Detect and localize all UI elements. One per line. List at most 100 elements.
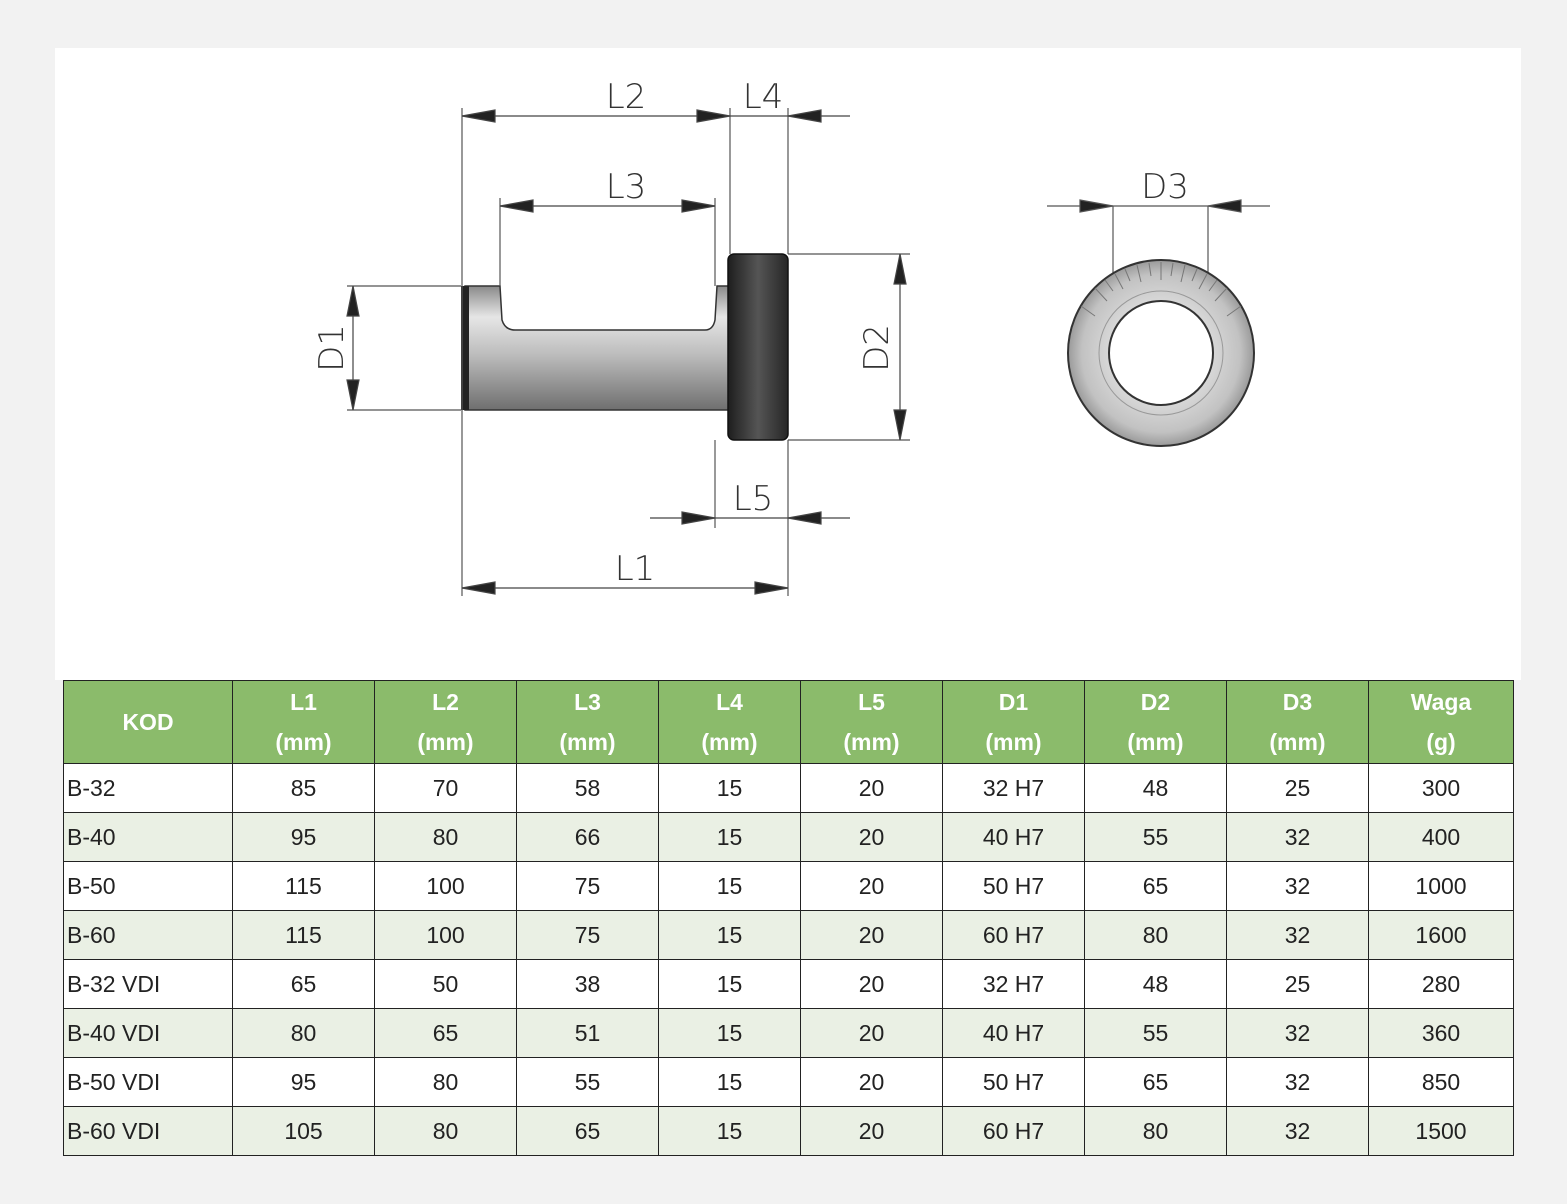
table-cell: 15 [658,861,801,911]
table-cell: 100 [374,861,517,911]
table-cell: 32 [1226,1106,1369,1156]
column-header: L1 (mm) [232,680,375,764]
table-cell: 15 [658,1106,801,1156]
table-cell: 48 [1084,763,1227,813]
table-cell: 400 [1368,812,1514,862]
table-cell: 15 [658,1008,801,1058]
column-header-label: L3 [574,689,601,715]
table-cell: 65 [232,959,375,1009]
product-code-cell: B-40 [63,812,233,862]
ring-scale-ticks [1080,262,1242,317]
table-cell: 1600 [1368,910,1514,960]
table-cell: 60 H7 [942,1106,1085,1156]
table-cell: 40 H7 [942,1008,1085,1058]
table-cell: 48 [1084,959,1227,1009]
table-cell: 15 [658,910,801,960]
column-header-label: L2 [432,689,459,715]
column-header-label: D3 [1282,689,1313,715]
end-view: D3 [1047,167,1270,447]
table-cell: 66 [516,812,659,862]
table-cell: 50 H7 [942,861,1085,911]
product-code-cell: B-60 VDI [63,1106,233,1156]
table-cell: 115 [232,910,375,960]
table-cell: 95 [232,812,375,862]
table-cell: 85 [232,763,375,813]
table-cell: 80 [374,1057,517,1107]
column-header-label: Waga [1410,689,1472,715]
table-cell: 25 [1226,763,1369,813]
column-header-label: L5 [858,689,885,715]
table-cell: 32 [1226,1057,1369,1107]
column-header-unit: (mm) [1269,729,1326,755]
column-header-unit: (g) [1426,729,1456,755]
table-cell: 15 [658,1057,801,1107]
column-header-label: KOD [122,709,174,735]
collar [727,253,789,441]
table-cell: 75 [516,861,659,911]
label-d2: D2 [857,324,897,372]
table-cell: 20 [800,1057,943,1107]
column-header-unit: (mm) [275,729,332,755]
table-cell: 32 H7 [942,763,1085,813]
table-cell: 100 [374,910,517,960]
product-code-cell: B-40 VDI [63,1008,233,1058]
column-header: L4(mm) [658,680,801,764]
table-cell: 32 [1226,861,1369,911]
label-d1: D1 [312,324,352,372]
label-l2: L2 [606,77,647,117]
table-cell: 38 [516,959,659,1009]
ring-bore [1108,300,1214,406]
column-header-label: D1 [998,689,1029,715]
table-cell: 15 [658,959,801,1009]
table-cell: 80 [1084,910,1227,960]
table-cell: 105 [232,1106,375,1156]
column-header: Waga (g) [1368,680,1514,764]
table-cell: 80 [232,1008,375,1058]
column-header: KOD [63,680,233,764]
table-cell: 20 [800,910,943,960]
table-cell: 15 [658,812,801,862]
product-code-cell: B-32 [63,763,233,813]
table-cell: 80 [374,812,517,862]
table-cell: 32 [1226,812,1369,862]
column-header-unit: (mm) [559,729,616,755]
table-cell: 65 [374,1008,517,1058]
shaft-end-face [461,286,469,410]
column-header-unit: (mm) [985,729,1042,755]
column-header-label: D2 [1140,689,1171,715]
column-header: L3 (mm) [516,680,659,764]
table-cell: 1500 [1368,1106,1514,1156]
table-cell: 80 [1084,1106,1227,1156]
table-cell: 32 [1226,910,1369,960]
table-cell: 65 [1084,861,1227,911]
label-d3: D3 [1141,167,1189,207]
table-cell: 115 [232,861,375,911]
column-header-unit: (mm) [701,729,758,755]
product-code-cell: B-50 [63,861,233,911]
table-cell: 20 [800,1008,943,1058]
column-header-unit: (mm) [843,729,900,755]
product-code-cell: B-50 VDI [63,1057,233,1107]
table-cell: 95 [232,1057,375,1107]
table-cell: 60 H7 [942,910,1085,960]
table-cell: 32 H7 [942,959,1085,1009]
table-cell: 55 [516,1057,659,1107]
column-header-label: L1 [290,689,317,715]
technical-drawing: L2 L4 L3 L5 L1 D1 D2 D3 [55,48,1521,680]
table-cell: 55 [1084,1008,1227,1058]
label-l3: L3 [606,167,647,207]
table-cell: 65 [1084,1057,1227,1107]
shaft-body [464,285,731,411]
drawing-svg: L2 L4 L3 L5 L1 D1 D2 D3 [312,77,1270,596]
table-cell: 70 [374,763,517,813]
table-cell: 40 H7 [942,812,1085,862]
table-cell: 20 [800,763,943,813]
table-cell: 15 [658,763,801,813]
column-header-unit: (mm) [417,729,474,755]
table-cell: 55 [1084,812,1227,862]
table-cell: 58 [516,763,659,813]
